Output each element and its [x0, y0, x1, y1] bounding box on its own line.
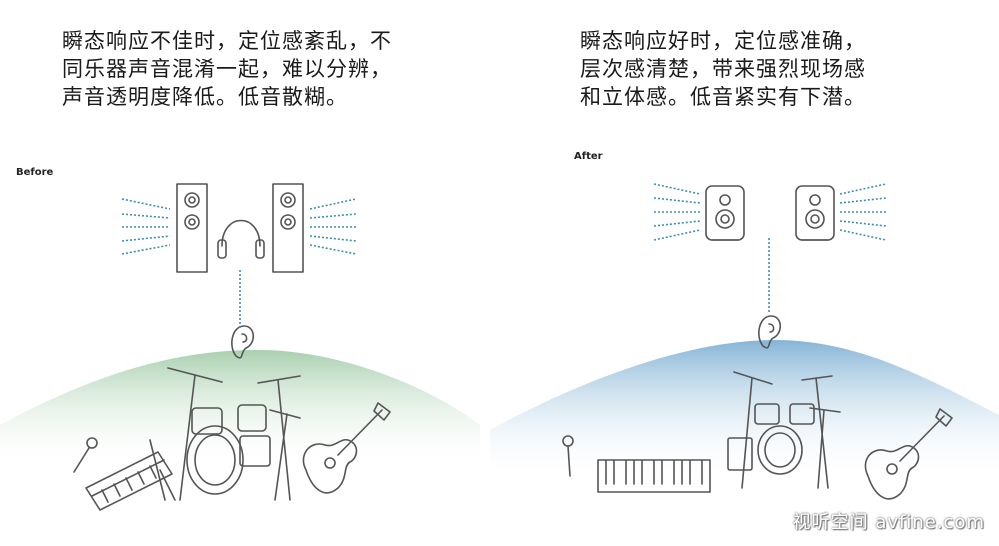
headphones-icon: [217, 219, 265, 259]
studio-monitor-icon: [705, 185, 745, 241]
tower-speaker-icon: [176, 183, 208, 273]
caption-after-line: 和立体感。低音紧实有下潜。: [580, 85, 866, 109]
caption-after-line: 层次感清楚，带来强烈现场感: [580, 57, 866, 81]
before-label: Before: [16, 167, 54, 178]
hill-before: [0, 350, 480, 470]
caption-before: 瞬态响应不佳时，定位感紊乱，不 同乐器声音混淆一起，难以分辨， 声音透明度降低。…: [62, 27, 392, 111]
after-label: After: [574, 151, 603, 162]
caption-before-line: 声音透明度降低。低音散糊。: [62, 85, 348, 109]
watermark: 视听空间 avfine.com: [792, 512, 985, 533]
tower-speaker-icon: [272, 183, 304, 273]
caption-after-line: 瞬态响应好时，定位感准确，: [580, 29, 866, 53]
sound-waves-after: [653, 183, 887, 314]
caption-after: 瞬态响应好时，定位感准确， 层次感清楚，带来强烈现场感 和立体感。低音紧实有下潜…: [580, 27, 866, 111]
studio-monitor-icon: [795, 185, 835, 241]
keyboard-icon: [85, 451, 173, 511]
sound-waves-before: [121, 198, 357, 330]
ear-icon: [758, 315, 782, 349]
acoustic-guitar-icon: [302, 402, 391, 494]
microphone-icon: [562, 435, 574, 477]
acoustic-guitar-icon: [864, 408, 953, 500]
keyboard-icon: [597, 459, 711, 493]
drum-kit-icon: [727, 371, 841, 489]
microphone-icon: [73, 437, 98, 473]
ear-icon: [231, 325, 255, 359]
drum-kit-icon: [149, 367, 301, 501]
hill-after: [490, 340, 999, 480]
caption-before-line: 瞬态响应不佳时，定位感紊乱，不: [62, 29, 392, 53]
caption-before-line: 同乐器声音混淆一起，难以分辨，: [62, 57, 392, 81]
